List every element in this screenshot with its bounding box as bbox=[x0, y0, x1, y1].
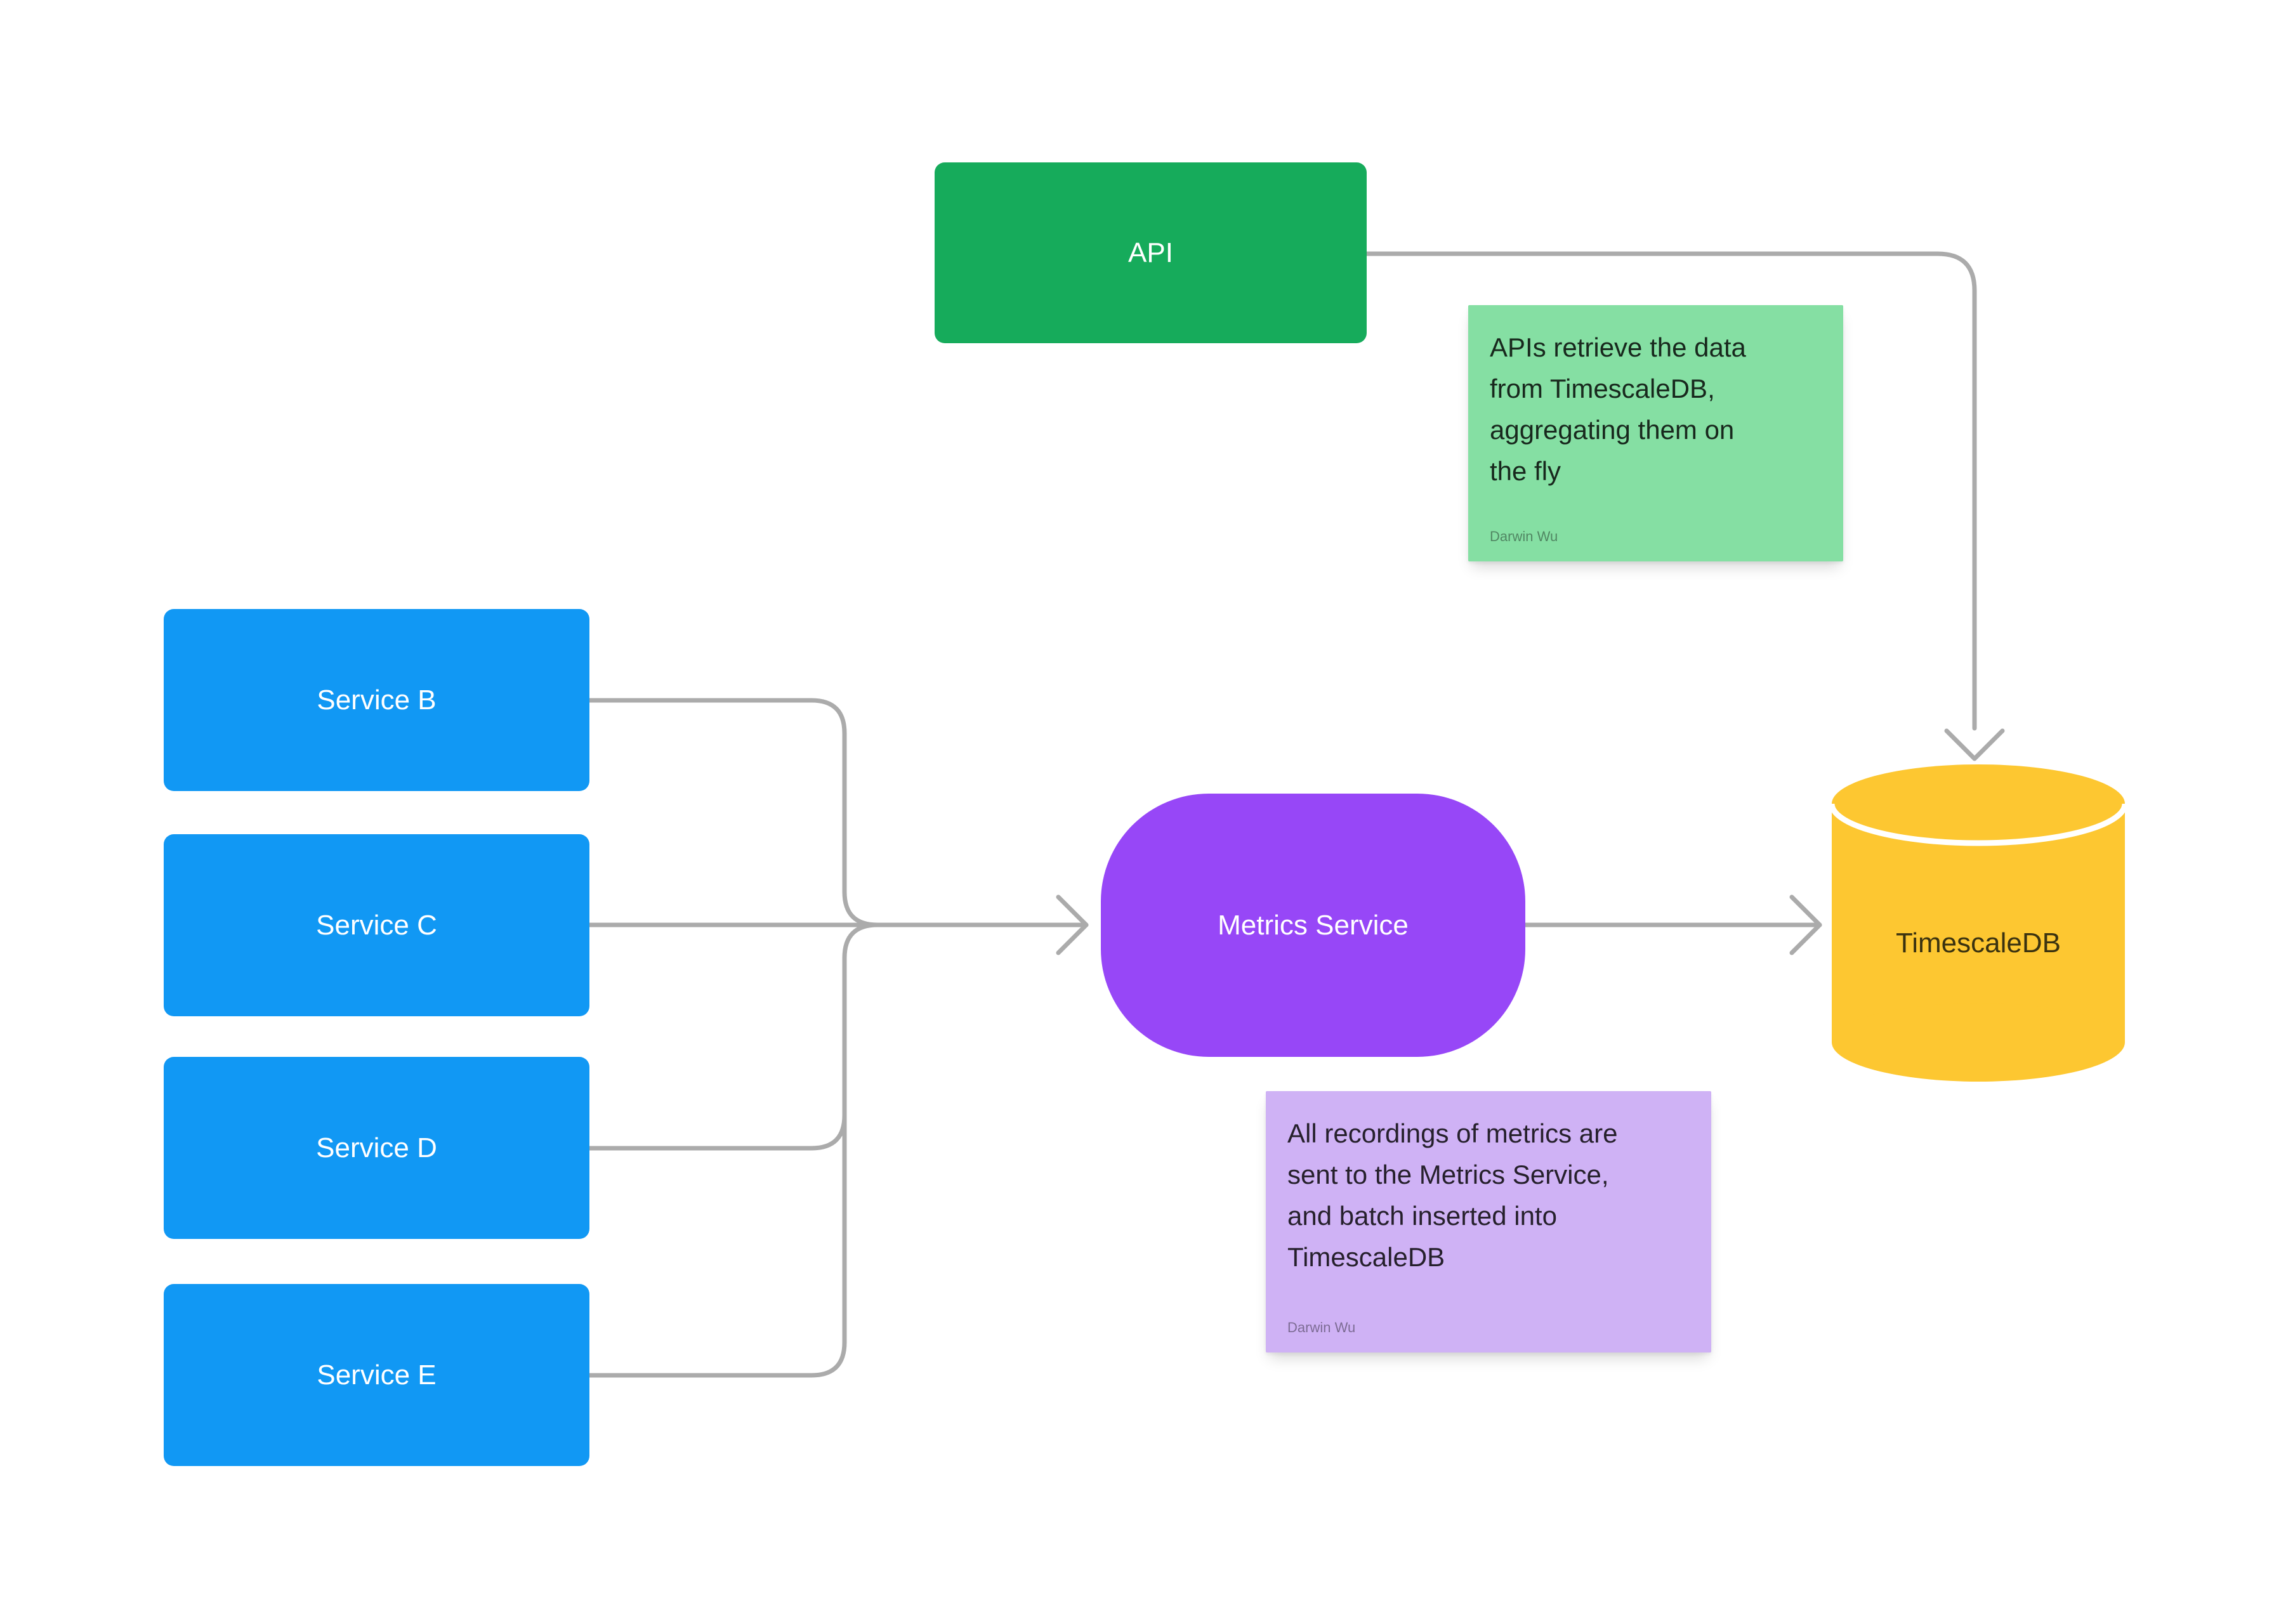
connector-api-to-db-arrowhead bbox=[1944, 728, 2005, 761]
node-service-c-label: Service C bbox=[316, 909, 437, 941]
connector-metrics-to-db-arrowhead bbox=[1789, 894, 1822, 955]
node-service-e-label: Service E bbox=[317, 1359, 437, 1391]
connector-to-metrics-arrowhead bbox=[1056, 894, 1089, 955]
node-service-d[interactable]: Service D bbox=[164, 1057, 589, 1239]
node-service-d-label: Service D bbox=[316, 1132, 437, 1163]
sticky-note-metrics-text: All recordings of metrics are sent to th… bbox=[1287, 1118, 1618, 1272]
node-api[interactable]: API bbox=[935, 162, 1367, 343]
database-cylinder-icon bbox=[1831, 764, 2126, 1082]
node-timescaledb[interactable]: TimescaleDB bbox=[1831, 764, 2126, 1082]
connector-service-b bbox=[586, 698, 880, 927]
node-metrics-service[interactable]: Metrics Service bbox=[1101, 794, 1525, 1057]
sticky-note-metrics-author: Darwin Wu bbox=[1287, 1320, 1356, 1335]
sticky-note-api[interactable]: APIs retrieve the data from TimescaleDB,… bbox=[1468, 305, 1843, 561]
sticky-note-api-text: APIs retrieve the data from TimescaleDB,… bbox=[1490, 332, 1746, 486]
node-metrics-service-label: Metrics Service bbox=[1218, 909, 1409, 941]
node-service-b-label: Service B bbox=[317, 684, 437, 716]
node-api-label: API bbox=[1128, 237, 1173, 268]
node-service-b[interactable]: Service B bbox=[164, 609, 589, 791]
sticky-note-metrics[interactable]: All recordings of metrics are sent to th… bbox=[1266, 1091, 1711, 1352]
connector-service-e bbox=[586, 922, 880, 1378]
node-timescaledb-label: TimescaleDB bbox=[1896, 927, 2061, 959]
sticky-note-api-author: Darwin Wu bbox=[1490, 528, 1558, 544]
connector-api-to-db bbox=[1364, 251, 1977, 731]
connector-service-d bbox=[586, 1113, 847, 1151]
node-service-e[interactable]: Service E bbox=[164, 1284, 589, 1466]
node-service-c[interactable]: Service C bbox=[164, 834, 589, 1016]
